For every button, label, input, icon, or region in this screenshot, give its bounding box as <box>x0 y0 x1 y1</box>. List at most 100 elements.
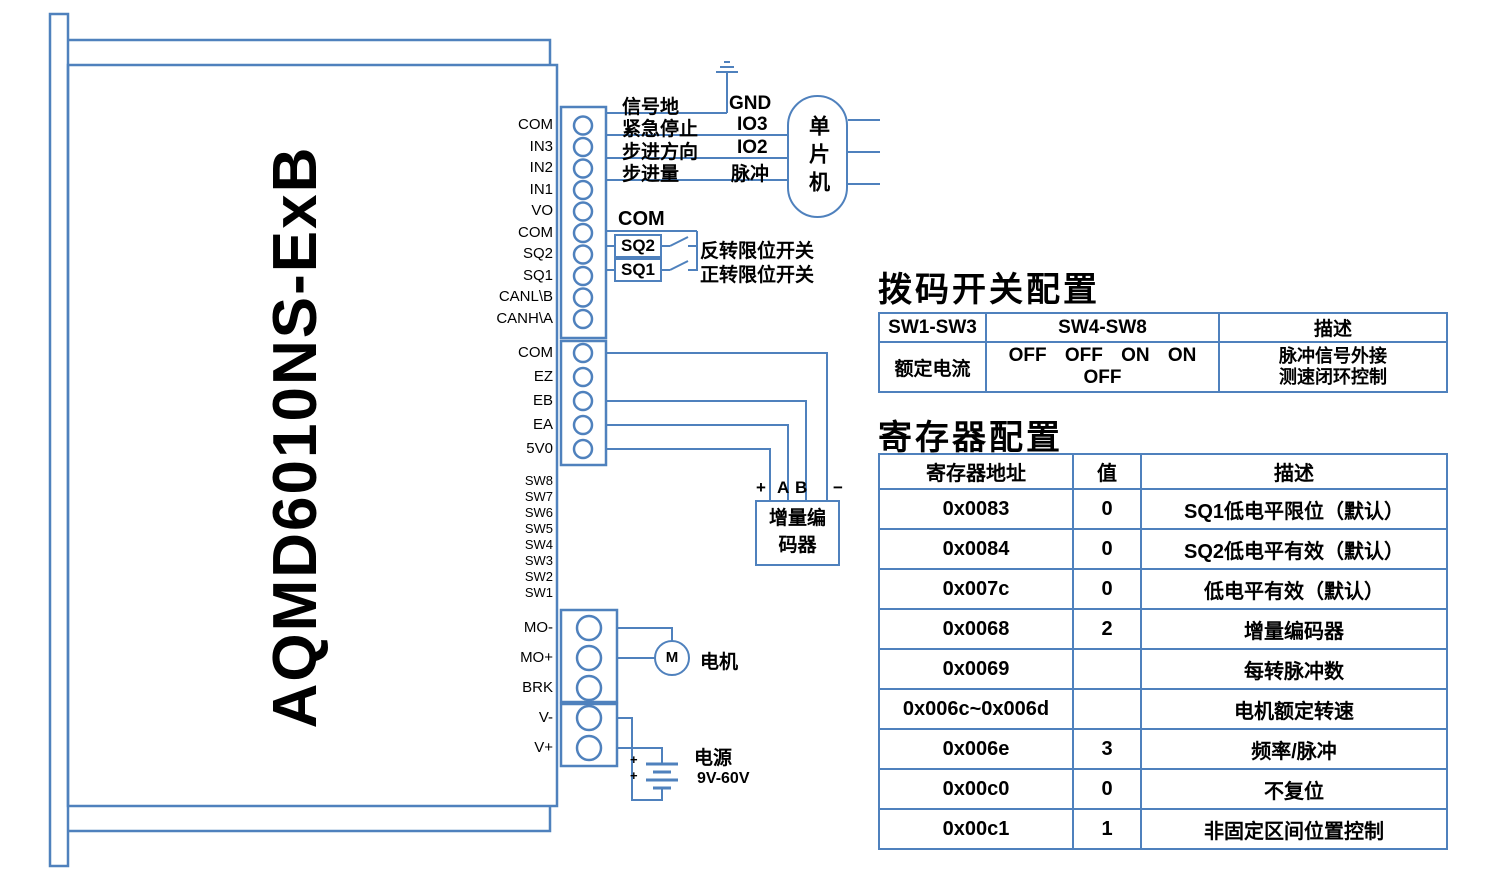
step-direction-label: 步进方向 <box>622 142 699 163</box>
reverse-limit-switch-label: 反转限位开关 <box>700 241 815 262</box>
reg-desc: 增量编码器 <box>1140 608 1448 650</box>
dip-label: SW2 <box>524 569 553 584</box>
reg-header-address: 寄存器地址 <box>878 453 1074 490</box>
encoder-label: 增量编码器 <box>768 508 826 556</box>
dip-header-desc: 描述 <box>1218 312 1448 343</box>
reg-address: 0x007c <box>878 568 1074 610</box>
wire-encoder-plus <box>606 448 771 500</box>
terminal-circle <box>575 614 603 642</box>
terminal-circle <box>575 674 603 702</box>
dip-header-sw4-sw8: SW4-SW8 <box>985 312 1220 343</box>
terminal-label: SQ2 <box>522 245 553 262</box>
battery-plus-mark: + <box>630 768 638 783</box>
reg-address: 0x0069 <box>878 648 1074 690</box>
reg-address: 0x00c1 <box>878 808 1074 850</box>
wire-encoder-b <box>606 400 807 500</box>
terminal-label: EZ <box>533 368 553 385</box>
dip-switch-labels: SW8 SW7 SW6 SW5 SW4 SW3 SW2 SW1 <box>458 473 553 601</box>
dip-cell-description: 脉冲信号外接 测速闭环控制 <box>1218 341 1448 393</box>
terminal-label: SQ1 <box>522 266 553 284</box>
encoder-box: 增量编码器 <box>755 500 840 566</box>
reg-value: 1 <box>1072 808 1142 850</box>
terminal-circle <box>575 704 603 732</box>
register-table-title: 寄存器配置 <box>878 419 1063 457</box>
ground-symbol <box>716 61 738 113</box>
io2-label: IO2 <box>737 137 768 158</box>
signal-wires <box>606 112 880 185</box>
register-table: 寄存器地址 值 描述 0x0083 0 SQ1低电平限位（默认） 0x0084 … <box>878 453 1448 850</box>
dip-label: SW4 <box>524 537 553 552</box>
terminal-label: COM <box>518 116 553 133</box>
reg-desc: 非固定区间位置控制 <box>1140 808 1448 850</box>
encoder-minus-label: − <box>833 478 843 497</box>
terminal-block-1 <box>559 105 608 340</box>
terminal-circle <box>572 308 594 330</box>
dip-label: SW5 <box>524 521 553 536</box>
power-voltage-range-label: 9V-60V <box>697 770 750 787</box>
terminal-labels-block2: COM EZ EB EA 5V0 <box>458 341 553 461</box>
signal-ground-label: 信号地 <box>622 97 680 118</box>
motor-circle <box>654 640 690 676</box>
reg-value: 0 <box>1072 568 1142 610</box>
wire-v-plus <box>617 747 663 764</box>
sq2-switch-blade <box>669 236 689 247</box>
step-amount-label: 步进量 <box>622 164 680 185</box>
terminal-circle <box>572 222 594 244</box>
terminal-circle <box>572 390 594 412</box>
wire-v-minus <box>617 717 663 801</box>
reg-desc: 每转脉冲数 <box>1140 648 1448 690</box>
sq2-box: SQ2 <box>614 234 662 258</box>
dip-label: SW7 <box>524 489 553 504</box>
terminal-label: V+ <box>534 739 553 756</box>
reg-value: 3 <box>1072 728 1142 770</box>
terminal-circle <box>572 136 594 158</box>
terminal-label: MO- <box>523 619 553 636</box>
power-supply-label: 电源 <box>694 748 733 769</box>
encoder-b-label: B <box>795 478 808 497</box>
encoder-plus-label: + <box>756 478 766 497</box>
dip-header-sw1-sw3: SW1-SW3 <box>878 312 987 343</box>
terminal-label: V- <box>538 709 553 726</box>
terminal-label: MO+ <box>520 649 553 666</box>
case-left-plate <box>48 12 70 868</box>
sq2-label: SQ2 <box>620 236 656 255</box>
motor-wires <box>617 627 690 676</box>
terminal-circle <box>575 644 603 672</box>
terminal-label: EB <box>532 392 553 409</box>
reg-address: 0x006c~0x006d <box>878 688 1074 730</box>
reg-value: 0 <box>1072 488 1142 530</box>
terminal-label: CANH\A <box>496 309 553 327</box>
reg-address: 0x006e <box>878 728 1074 770</box>
reg-value: 0 <box>1072 528 1142 570</box>
dip-cell-switch-states: OFF OFF ON ON OFF <box>985 341 1220 393</box>
terminal-label: IN3 <box>529 137 553 155</box>
device-model-label: AQMD6010NS-ExB <box>260 145 330 729</box>
reg-desc: 低电平有效（默认） <box>1140 568 1448 610</box>
reg-desc: SQ2低电平有效（默认） <box>1140 528 1448 570</box>
terminal-circle <box>572 265 594 287</box>
reg-header-desc: 描述 <box>1140 453 1448 490</box>
mcu-box: 单片机 <box>787 95 848 218</box>
wire-mo-minus <box>617 627 673 641</box>
terminal-circle <box>572 414 594 436</box>
dip-desc-line1: 脉冲信号外接 <box>1279 346 1387 366</box>
terminal-circle <box>572 201 594 222</box>
terminal-label: BRK <box>522 679 553 696</box>
reg-address: 0x0068 <box>878 608 1074 650</box>
terminal-label: IN2 <box>529 159 553 176</box>
driver-case-outline <box>48 12 559 868</box>
dip-label: SW8 <box>524 473 553 488</box>
dip-desc-line2: 测速闭环控制 <box>1279 367 1387 387</box>
dip-table-title: 拨码开关配置 <box>878 271 1100 309</box>
io3-label: IO3 <box>737 114 768 135</box>
encoder-wires <box>606 352 828 500</box>
emergency-stop-label: 紧急停止 <box>622 119 699 140</box>
sq1-label: SQ1 <box>620 260 656 279</box>
motor-label: 电机 <box>700 652 739 673</box>
terminal-circle <box>575 734 603 762</box>
forward-limit-switch-label: 正转限位开关 <box>700 265 815 286</box>
reg-value <box>1072 648 1142 690</box>
wire-encoder-a <box>606 424 789 500</box>
wire-encoder-minus <box>606 352 828 500</box>
terminal-block-2 <box>559 339 608 467</box>
